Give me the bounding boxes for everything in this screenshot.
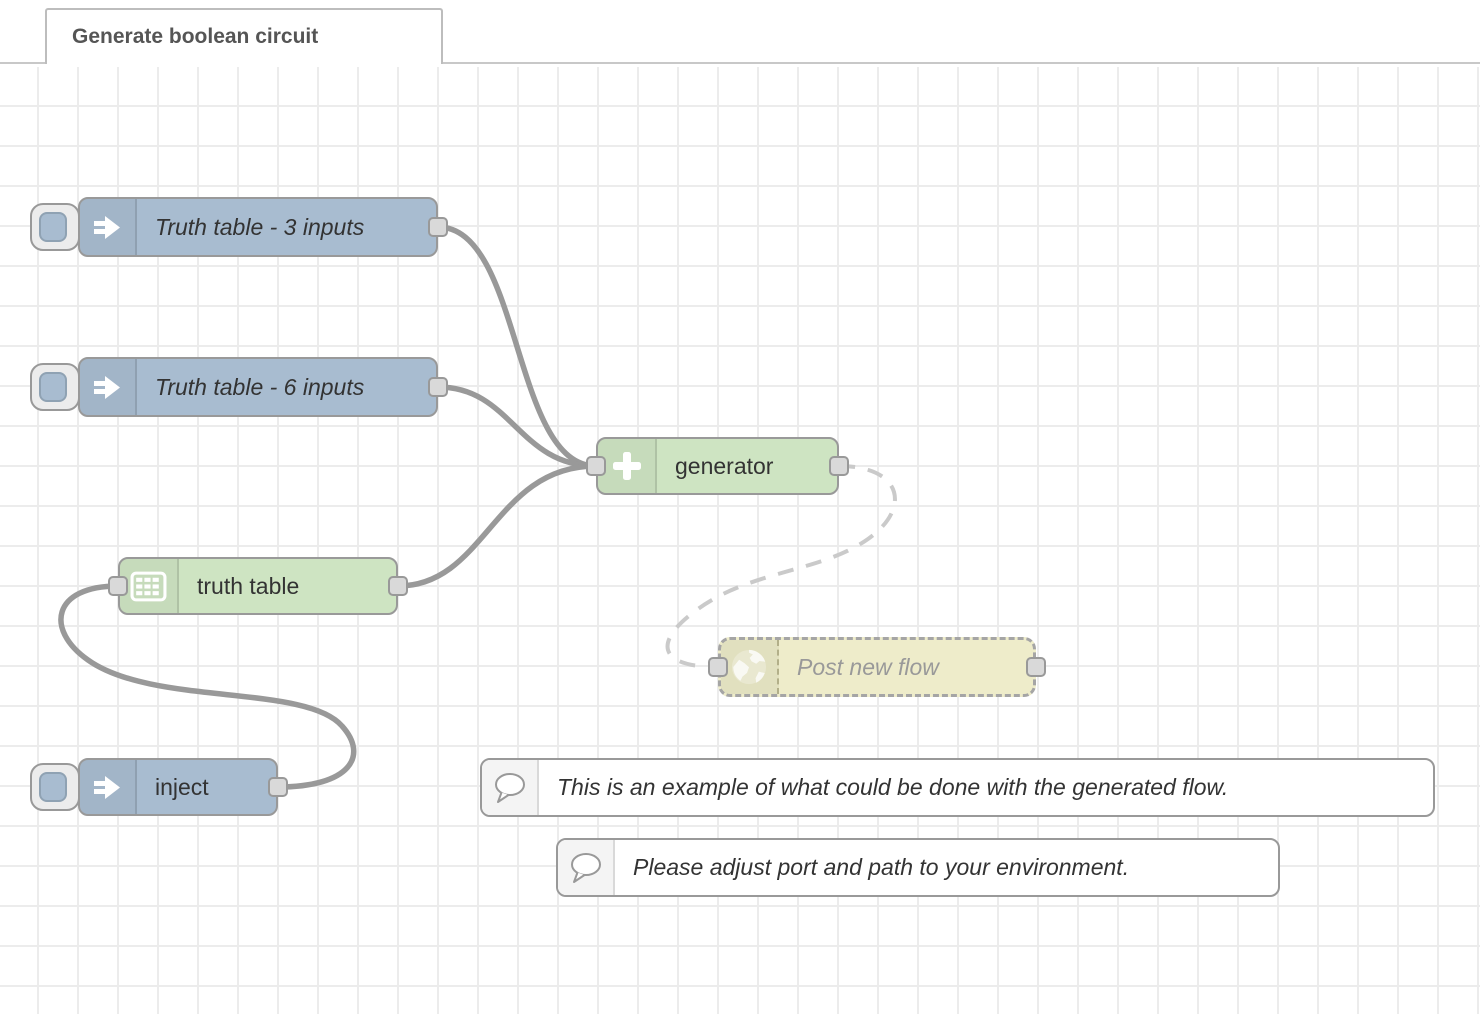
inject-button-inner	[39, 212, 67, 242]
node-icon-area	[558, 840, 615, 895]
node-icon-area	[120, 559, 179, 613]
node-post-new-flow[interactable]: Post new flow	[718, 637, 1036, 697]
node-icon-area	[80, 760, 137, 814]
node-label: Truth table - 3 inputs	[155, 213, 365, 240]
flow-tab[interactable]: Generate boolean circuit	[45, 8, 443, 64]
port-output-inject[interactable]	[268, 777, 288, 797]
node-label: truth table	[197, 572, 300, 599]
speech-bubble-icon	[494, 772, 525, 803]
node-label: generator	[675, 452, 774, 479]
node-label: Truth table - 6 inputs	[155, 373, 365, 400]
inject-arrow-icon	[93, 776, 120, 799]
wire-inject-to-truthtable[interactable]	[58, 583, 357, 790]
port-output-tt6[interactable]	[428, 377, 448, 397]
wire-tt3-to-generator[interactable]	[435, 224, 599, 469]
port-input-truth-table[interactable]	[108, 576, 128, 596]
table-grid-icon	[130, 571, 167, 601]
plus-icon	[612, 452, 641, 480]
port-output-truth-table[interactable]	[388, 576, 408, 596]
globe-icon	[731, 649, 767, 685]
inject-button-inner	[39, 772, 67, 802]
port-input-post-new-flow[interactable]	[708, 657, 728, 677]
node-comment-1[interactable]: This is an example of what could be done…	[480, 758, 1435, 817]
inject-arrow-icon	[93, 376, 120, 399]
wire-truthtable-to-generator[interactable]	[395, 463, 599, 589]
node-label: Post new flow	[797, 653, 939, 680]
node-icon-area	[482, 760, 539, 815]
node-icon-area	[598, 439, 657, 493]
inject-button-tt6[interactable]	[30, 363, 80, 411]
node-icon-area	[80, 359, 137, 415]
node-comment-2[interactable]: Please adjust port and path to your envi…	[556, 838, 1280, 897]
inject-button-inner	[39, 372, 67, 402]
port-output-post-new-flow[interactable]	[1026, 657, 1046, 677]
node-truth-table-3-inputs[interactable]: Truth table - 3 inputs	[78, 197, 438, 257]
flow-tab-label: Generate boolean circuit	[72, 25, 319, 48]
wire-generator-to-postnewflow[interactable]	[665, 464, 897, 669]
inject-button-inject[interactable]	[30, 763, 80, 811]
comment-text: This is an example of what could be done…	[557, 774, 1229, 800]
node-truth-table-6-inputs[interactable]: Truth table - 6 inputs	[78, 357, 438, 417]
inject-button-tt3[interactable]	[30, 203, 80, 251]
port-output-tt3[interactable]	[428, 217, 448, 237]
speech-bubble-icon	[570, 852, 601, 883]
wire-tt6-to-generator[interactable]	[435, 384, 599, 469]
node-icon-area	[80, 199, 137, 255]
node-generator[interactable]: generator	[596, 437, 839, 495]
comment-text: Please adjust port and path to your envi…	[633, 854, 1130, 880]
port-input-generator[interactable]	[586, 456, 606, 476]
tab-bar-border	[0, 62, 1480, 64]
inject-arrow-icon	[93, 216, 120, 239]
node-inject[interactable]: inject	[78, 758, 278, 816]
node-truth-table[interactable]: truth table	[118, 557, 398, 615]
node-icon-area	[721, 640, 779, 694]
node-label: inject	[155, 773, 209, 800]
port-output-generator[interactable]	[829, 456, 849, 476]
